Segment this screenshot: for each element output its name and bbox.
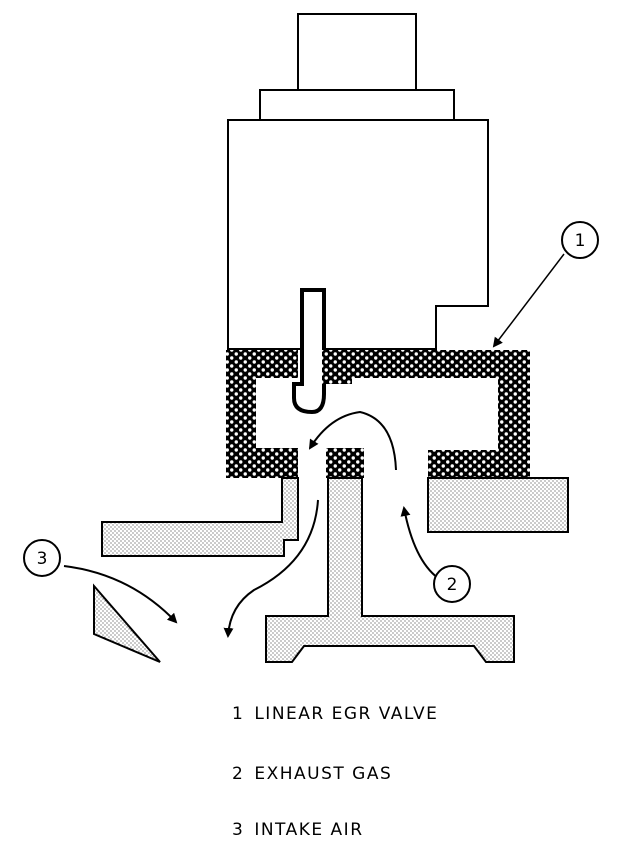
callout-1-circle xyxy=(561,221,599,259)
valve-stem xyxy=(292,288,326,415)
legend-item-1: 1 LINEAR EGR VALVE xyxy=(232,704,438,724)
base-right xyxy=(427,477,569,533)
exhaust-gas-arrow-up xyxy=(308,410,397,471)
valve-cap xyxy=(259,89,455,121)
valve-seat-cap xyxy=(326,448,364,478)
callout-1-number: 1 xyxy=(575,231,586,251)
legend-number: 3 xyxy=(232,820,245,840)
legend-item-2: 2 EXHAUST GAS xyxy=(232,764,392,784)
legend-number: 1 xyxy=(232,704,245,724)
callout-2-circle xyxy=(433,565,471,603)
callout-3-number: 3 xyxy=(37,549,48,569)
callout-3-circle xyxy=(23,539,61,577)
legend-label: LINEAR EGR VALVE xyxy=(254,704,439,724)
valve-housing xyxy=(226,350,298,478)
base-left xyxy=(101,477,299,557)
callout-2-number: 2 xyxy=(447,575,458,595)
base-center xyxy=(265,477,515,663)
legend-item-3: 3 INTAKE AIR xyxy=(232,820,364,840)
valve-housing-top xyxy=(322,350,530,478)
intake-wedge xyxy=(93,583,161,663)
legend-number: 2 xyxy=(232,764,245,784)
exhaust-gas-arrow-down xyxy=(223,499,319,638)
callout-1-leader xyxy=(492,253,565,348)
legend-label: INTAKE AIR xyxy=(254,820,364,840)
exhaust-gas-inlet-arrow xyxy=(400,506,439,579)
intake-air-arrow xyxy=(63,565,178,624)
valve-body xyxy=(227,119,489,350)
valve-connector xyxy=(297,13,417,91)
legend-label: EXHAUST GAS xyxy=(254,764,393,784)
